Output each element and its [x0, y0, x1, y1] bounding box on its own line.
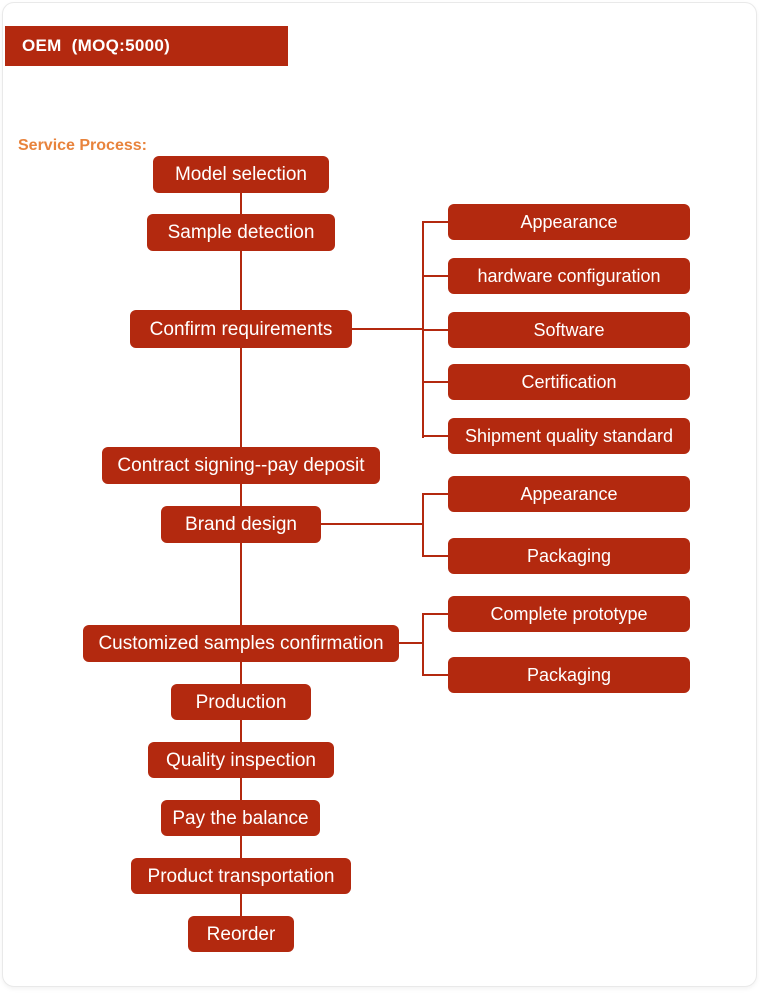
flow-step-production: Production	[171, 684, 311, 720]
branch-packaging-2: Packaging	[448, 657, 690, 693]
connector-brand-feed	[321, 523, 423, 525]
branch-software: Software	[448, 312, 690, 348]
flow-step-quality-inspection: Quality inspection	[148, 742, 334, 778]
connector-main-8	[240, 778, 242, 801]
connector-main-7	[240, 720, 242, 743]
connector-main-6	[240, 662, 242, 685]
connector-brand-stub-2	[422, 555, 449, 557]
connector-confirm-stub-4	[422, 381, 449, 383]
connector-brand-stub-1	[422, 493, 449, 495]
flow-step-reorder: Reorder	[188, 916, 294, 952]
oem-header-bar: OEM (MOQ:5000)	[5, 26, 288, 66]
branch-appearance-1: Appearance	[448, 204, 690, 240]
connector-main-4	[240, 484, 242, 507]
connector-confirm-feed	[352, 328, 423, 330]
flow-step-brand-design: Brand design	[161, 506, 321, 543]
flow-step-confirm-requirements: Confirm requirements	[130, 310, 352, 348]
connector-confirm-stub-3	[422, 329, 449, 331]
connector-confirm-stub-5	[422, 435, 449, 437]
branch-shipment-quality-standard: Shipment quality standard	[448, 418, 690, 454]
connector-confirm-stub-2	[422, 275, 449, 277]
service-process-label: Service Process:	[18, 137, 147, 154]
connector-customized-stub-1	[422, 613, 449, 615]
flow-step-product-transportation: Product transportation	[131, 858, 351, 894]
connector-main-1	[240, 193, 242, 214]
branch-certification: Certification	[448, 364, 690, 400]
connector-main-3	[240, 348, 242, 447]
branch-packaging-1: Packaging	[448, 538, 690, 574]
branch-appearance-2: Appearance	[448, 476, 690, 512]
flow-step-model-selection: Model selection	[153, 156, 329, 193]
connector-customized-feed	[399, 642, 424, 644]
flow-step-sample-detection: Sample detection	[147, 214, 335, 251]
connector-main-2	[240, 251, 242, 311]
branch-hardware-configuration: hardware configuration	[448, 258, 690, 294]
connector-customized-stub-2	[422, 674, 449, 676]
connector-main-9	[240, 836, 242, 859]
connector-main-10	[240, 894, 242, 917]
connector-brand-trunk	[422, 493, 424, 557]
branch-complete-prototype: Complete prototype	[448, 596, 690, 632]
flow-step-contract-signing: Contract signing--pay deposit	[102, 447, 380, 484]
connector-customized-trunk	[422, 613, 424, 676]
flow-step-pay-the-balance: Pay the balance	[161, 800, 320, 836]
oem-title: OEM (MOQ:5000)	[22, 36, 171, 55]
connector-main-5	[240, 543, 242, 626]
flow-step-customized-samples-confirmation: Customized samples confirmation	[83, 625, 399, 662]
connector-confirm-stub-1	[422, 221, 449, 223]
